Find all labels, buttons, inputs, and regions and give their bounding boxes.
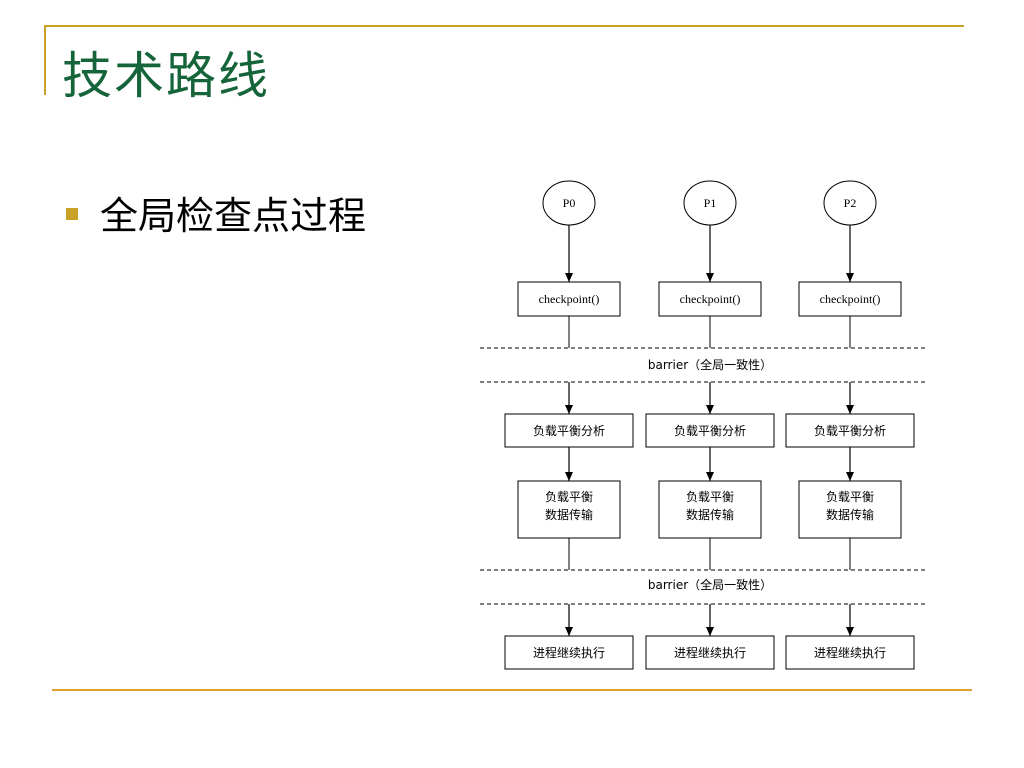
analysis-label-p1: 负载平衡分析 [674, 424, 746, 438]
transfer-label-line2-p2: 数据传输 [826, 507, 874, 522]
checkpoint-box-p1 [658, 281, 762, 317]
top-rule [44, 25, 964, 27]
barrier-1-label: barrier（全局一致性） [648, 357, 772, 372]
resume-box-p1 [645, 635, 775, 670]
analysis-label-p2: 负载平衡分析 [814, 424, 886, 438]
bullet-text: 全局检查点过程 [100, 194, 367, 238]
process-column-p2: P2 checkpoint() 负载平衡分析 负载平衡 数据传输 进程继续执行 [785, 180, 915, 670]
checkpoint-box-p0 [517, 281, 621, 317]
transfer-label-line1-p2: 负载平衡 [826, 490, 874, 504]
barrier-2-label: barrier（全局一致性） [648, 577, 772, 592]
bottom-rule [52, 689, 972, 691]
analysis-box-p0 [504, 413, 634, 448]
process-column-p0: P0 checkpoint() 负载平衡分析 负载平衡 数据传输 进程继续执行 [504, 180, 634, 670]
process-label-p2: P2 [844, 196, 857, 210]
process-label-p1: P1 [704, 196, 717, 210]
transfer-label-line1-p1: 负载平衡 [686, 490, 734, 504]
transfer-label-line2-p0: 数据传输 [545, 507, 593, 522]
process-label-p0: P0 [563, 196, 576, 210]
transfer-box-p0 [517, 480, 621, 539]
transfer-box-p1 [658, 480, 762, 539]
checkpoint-box-p2 [798, 281, 902, 317]
analysis-box-p1 [645, 413, 775, 448]
resume-label-p1: 进程继续执行 [674, 645, 746, 660]
checkpoint-label-p0: checkpoint() [539, 292, 600, 306]
left-rule [44, 25, 46, 95]
transfer-label-line2-p1: 数据传输 [686, 507, 734, 522]
process-column-p1: P1 checkpoint() 负载平衡分析 负载平衡 数据传输 进程继续执行 [645, 180, 775, 670]
checkpoint-label-p1: checkpoint() [680, 292, 741, 306]
transfer-label-line1-p0: 负载平衡 [545, 490, 593, 504]
resume-label-p2: 进程继续执行 [814, 645, 886, 660]
resume-label-p0: 进程继续执行 [533, 645, 605, 660]
resume-box-p0 [504, 635, 634, 670]
bullet-square-icon [66, 208, 78, 220]
checkpoint-label-p2: checkpoint() [820, 292, 881, 306]
slide-title: 技术路线 [62, 47, 270, 105]
analysis-box-p2 [785, 413, 915, 448]
resume-box-p2 [785, 635, 915, 670]
analysis-label-p0: 负载平衡分析 [533, 424, 605, 438]
